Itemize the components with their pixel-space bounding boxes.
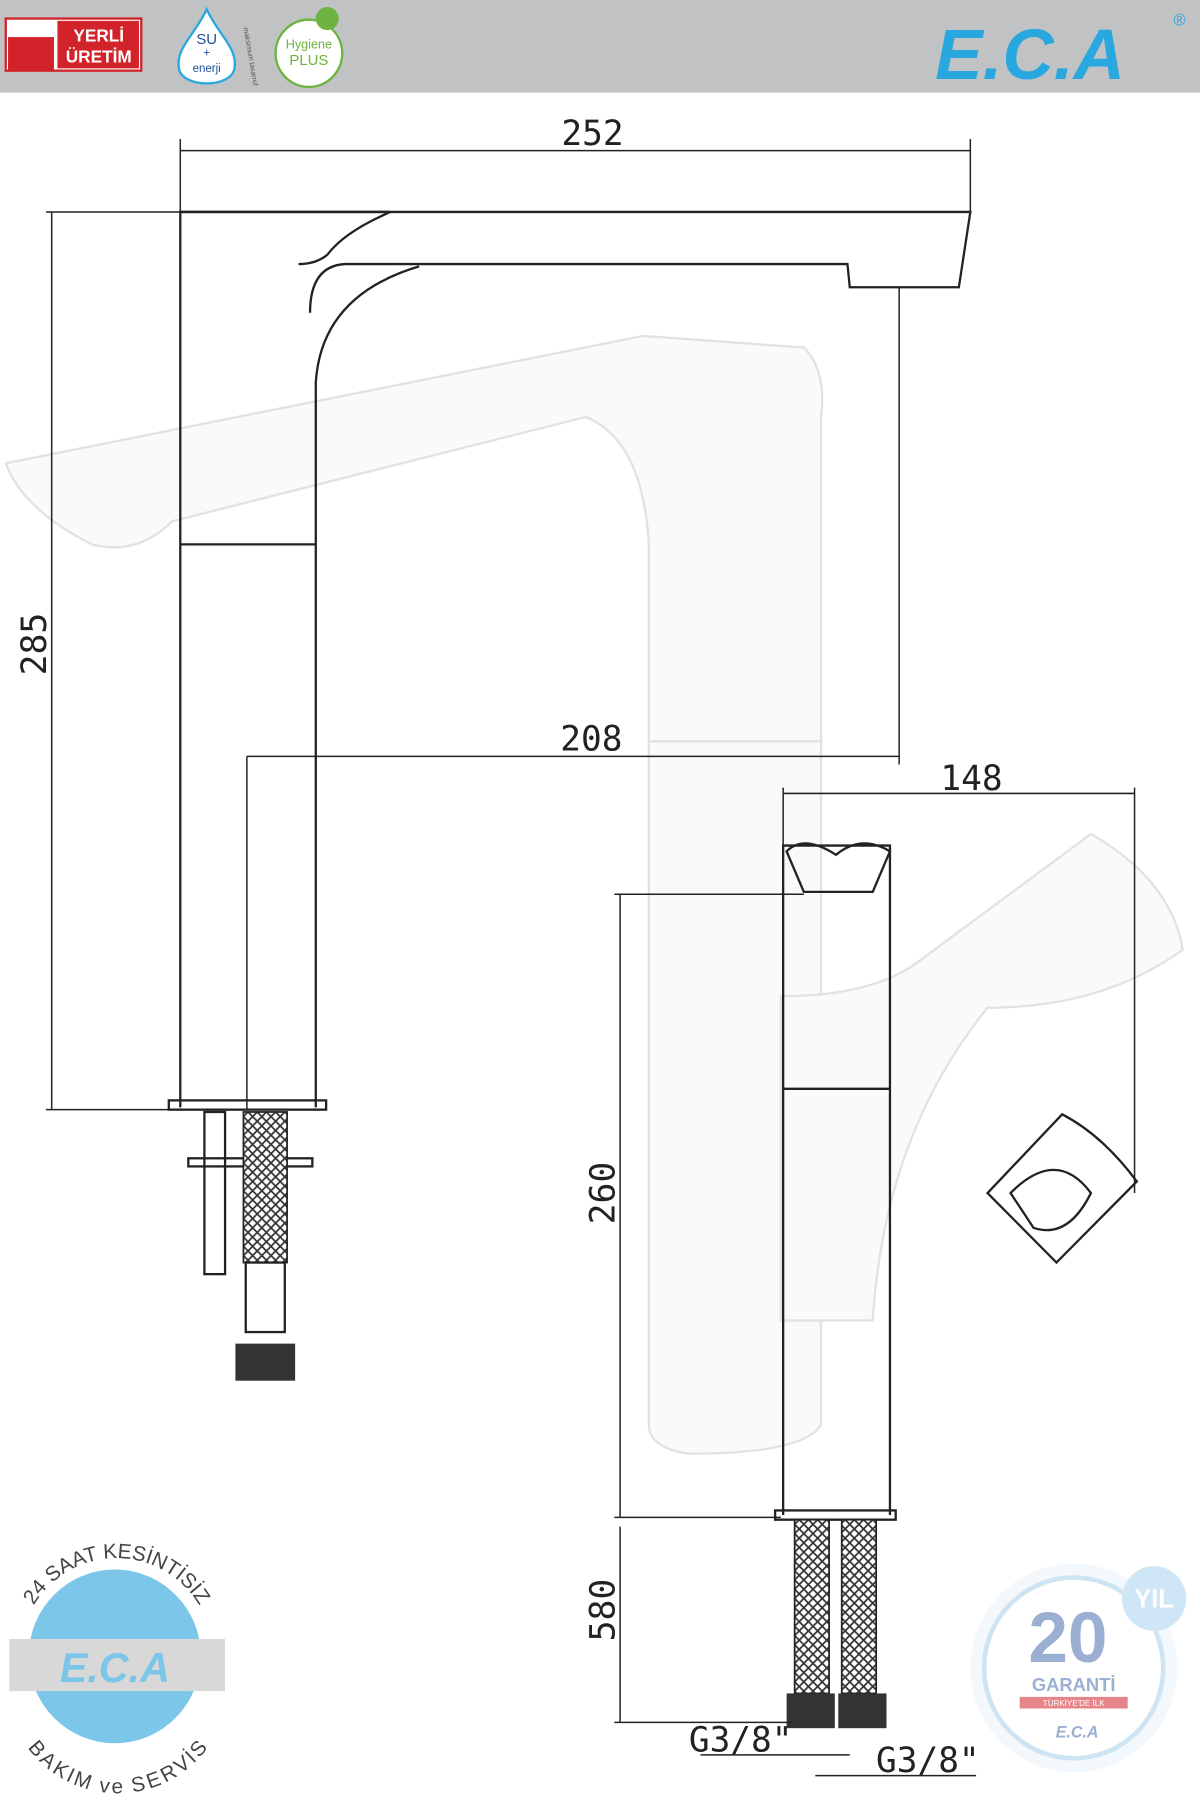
svg-text:E.C.A: E.C.A [60,1644,170,1691]
dimension-thread-1: G3/8" [689,1720,850,1760]
yerli-uretim-badge: YERLİ ÜRETİM [4,17,143,72]
hygiene-plus-badge: Hygiene PLUS [274,6,344,89]
svg-text:YIL: YIL [1134,1586,1173,1614]
svg-text:E.C.A: E.C.A [1056,1723,1099,1741]
svg-text:ÜRETİM: ÜRETİM [66,46,132,66]
dimension-260: 260 [583,893,804,1519]
svg-text:20: 20 [1028,1598,1107,1678]
svg-text:208: 208 [560,719,622,759]
svg-text:252: 252 [561,114,623,154]
warranty-badge: YIL 20 GARANTİ TÜRKİYE'DE İLK E.C.A [970,1563,1187,1773]
svg-text:Hygiene: Hygiene [286,38,332,52]
registered-mark: ® [1174,11,1186,29]
faucet-ghost-render [4,334,1185,1455]
svg-text:SU: SU [196,31,217,48]
faucet-side-view [773,842,1139,1729]
svg-text:YERLİ: YERLİ [73,26,124,46]
svg-text:G3/8": G3/8" [689,1720,793,1760]
svg-text:GARANTİ: GARANTİ [1032,1674,1116,1695]
su-enerji-badge: SU + enerji maksimum tasarruf [177,6,259,86]
svg-text:BAKIM ve SERVİS: BAKIM ve SERVİS [24,1736,212,1798]
eca-logo: E.C.A [935,14,1125,94]
dimension-252: 252 [179,114,972,212]
dimension-148: 148 [782,759,1136,1194]
svg-text:PLUS: PLUS [289,52,328,69]
svg-text:enerji: enerji [193,63,221,75]
svg-text:148: 148 [940,759,1002,799]
svg-text:260: 260 [583,1162,623,1225]
svg-text:580: 580 [583,1579,623,1642]
svg-text:285: 285 [15,613,55,676]
svg-text:+: + [203,48,210,60]
dimension-208: 208 [246,287,900,1110]
dimension-285: 285 [15,211,181,1111]
svg-text:TÜRKİYE'DE İLK: TÜRKİYE'DE İLK [1043,1699,1105,1708]
svg-text:G3/8": G3/8" [876,1741,980,1781]
dimension-thread-2: G3/8" [815,1741,980,1781]
service-badge: E.C.A 24 SAAT KESİNTİSİZ BAKIM ve SERVİS [9,1540,226,1798]
dimension-580: 580 [583,1526,793,1724]
